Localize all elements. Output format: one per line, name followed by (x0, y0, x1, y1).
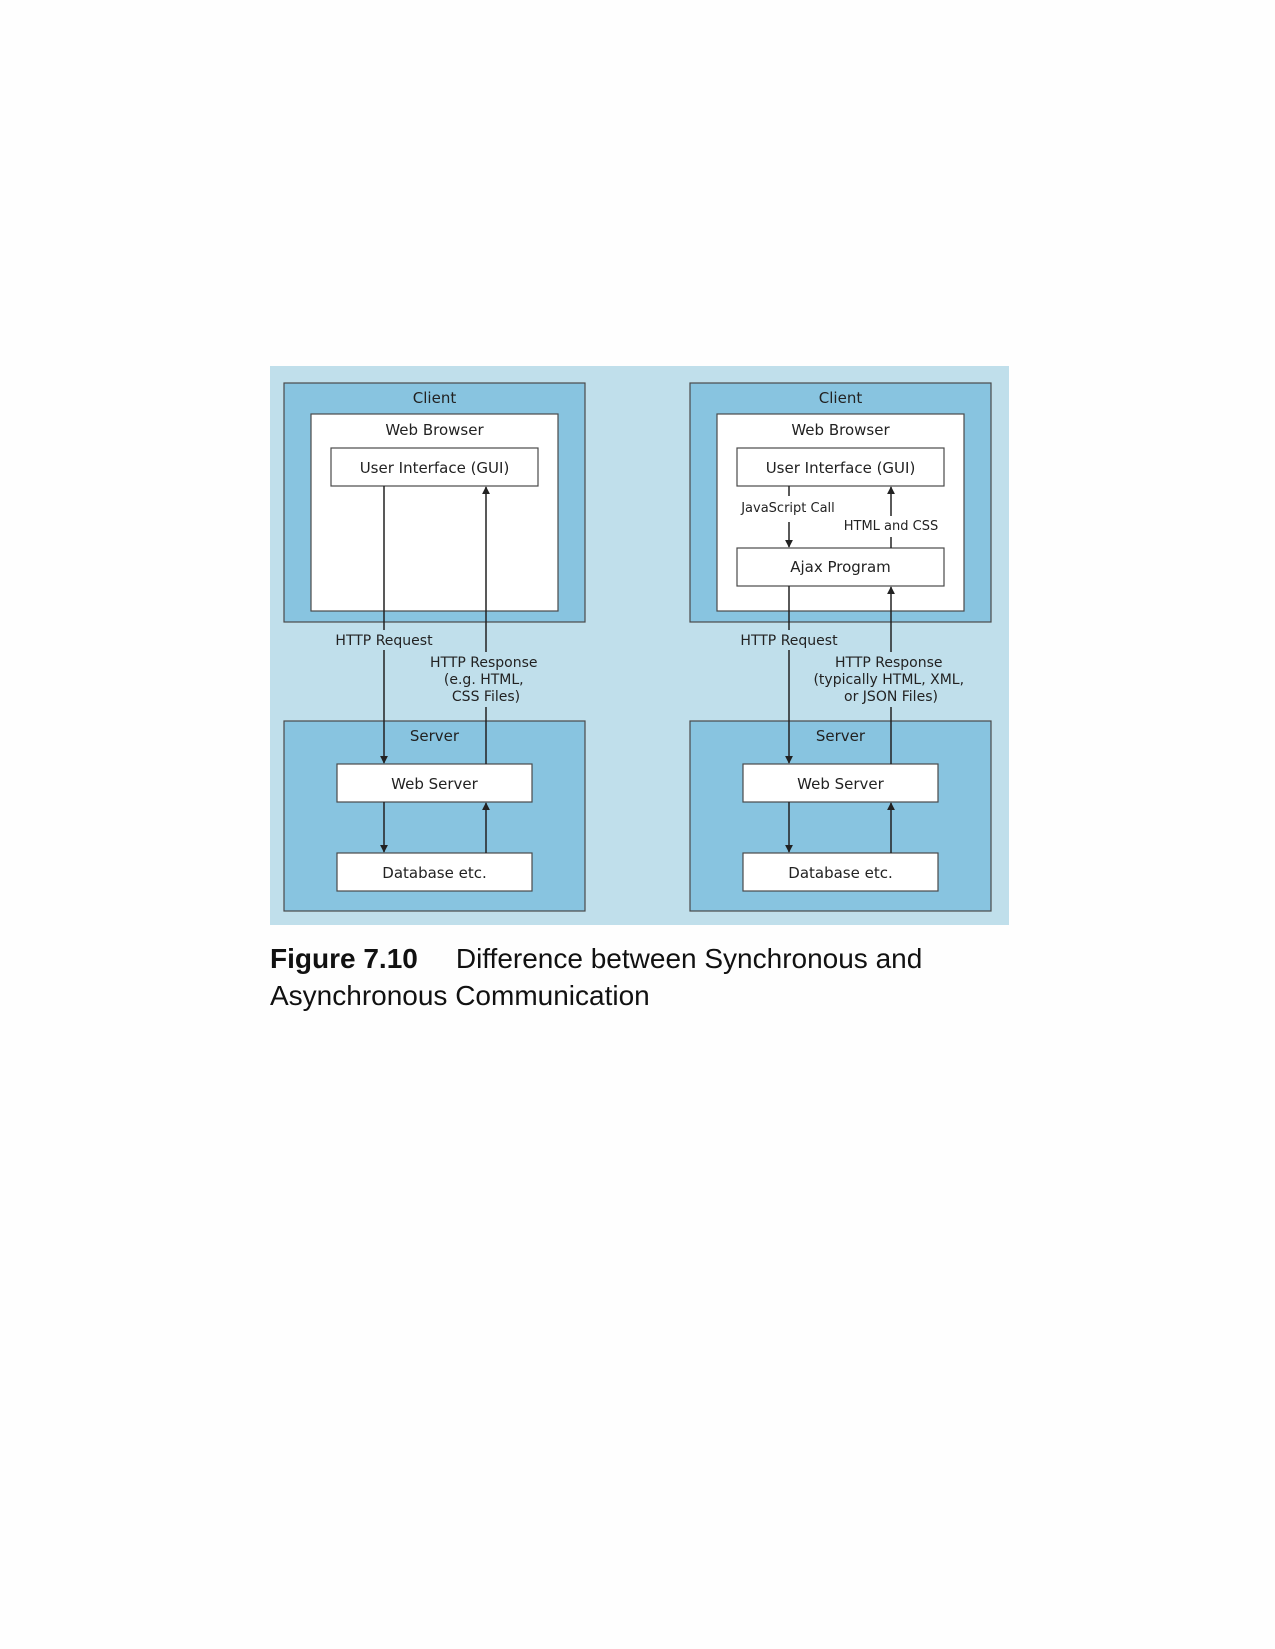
http-response-line-3: CSS Files) (452, 689, 520, 705)
server-label: Server (410, 727, 460, 745)
user-interface-box (736, 447, 945, 487)
web-server-label: Web Server (391, 775, 478, 793)
http-response-line-3: or JSON Files) (844, 689, 938, 705)
ajax-program-box (736, 547, 945, 587)
web-server-label: Web Server (797, 775, 884, 793)
client-label: Client (413, 389, 457, 407)
html-css-label: HTML and CSS (844, 519, 938, 534)
http-response-line-2: (e.g. HTML, (444, 672, 524, 688)
http-request-label: HTTP Request (740, 633, 838, 649)
http-request-label: HTTP Request (335, 633, 433, 649)
database-box (742, 852, 939, 892)
database-label: Database etc. (382, 864, 486, 882)
http-response-line-1: HTTP Response (835, 655, 943, 671)
user-interface-label: User Interface (GUI) (360, 459, 510, 477)
http-response-label: HTTP Response (typically HTML, XML, or J… (813, 655, 968, 705)
http-response-line-2: (typically HTML, XML, (813, 672, 964, 688)
server-label: Server (816, 727, 866, 745)
web-server-box (742, 763, 939, 803)
asynchronous-diagram: Client Web Browser User Interface (GUI) … (689, 382, 992, 912)
figure-caption-text: Difference between Synchronous and Async… (270, 943, 923, 1011)
synchronous-diagram: Client Web Browser User Interface (GUI) … (283, 382, 586, 912)
http-response-label: HTTP Response (e.g. HTML, CSS Files) (430, 655, 542, 705)
web-server-box (336, 763, 533, 803)
user-interface-label: User Interface (GUI) (766, 459, 916, 477)
http-response-line-1: HTTP Response (430, 655, 538, 671)
client-label: Client (819, 389, 863, 407)
javascript-call-label: JavaScript Call (740, 501, 835, 516)
database-label: Database etc. (788, 864, 892, 882)
web-browser-label: Web Browser (791, 421, 890, 439)
database-box (336, 852, 533, 892)
web-browser-box (310, 413, 559, 612)
ajax-program-label: Ajax Program (790, 558, 891, 576)
figure-number: Figure 7.10 (270, 943, 418, 974)
user-interface-box (330, 447, 539, 487)
web-browser-label: Web Browser (385, 421, 484, 439)
